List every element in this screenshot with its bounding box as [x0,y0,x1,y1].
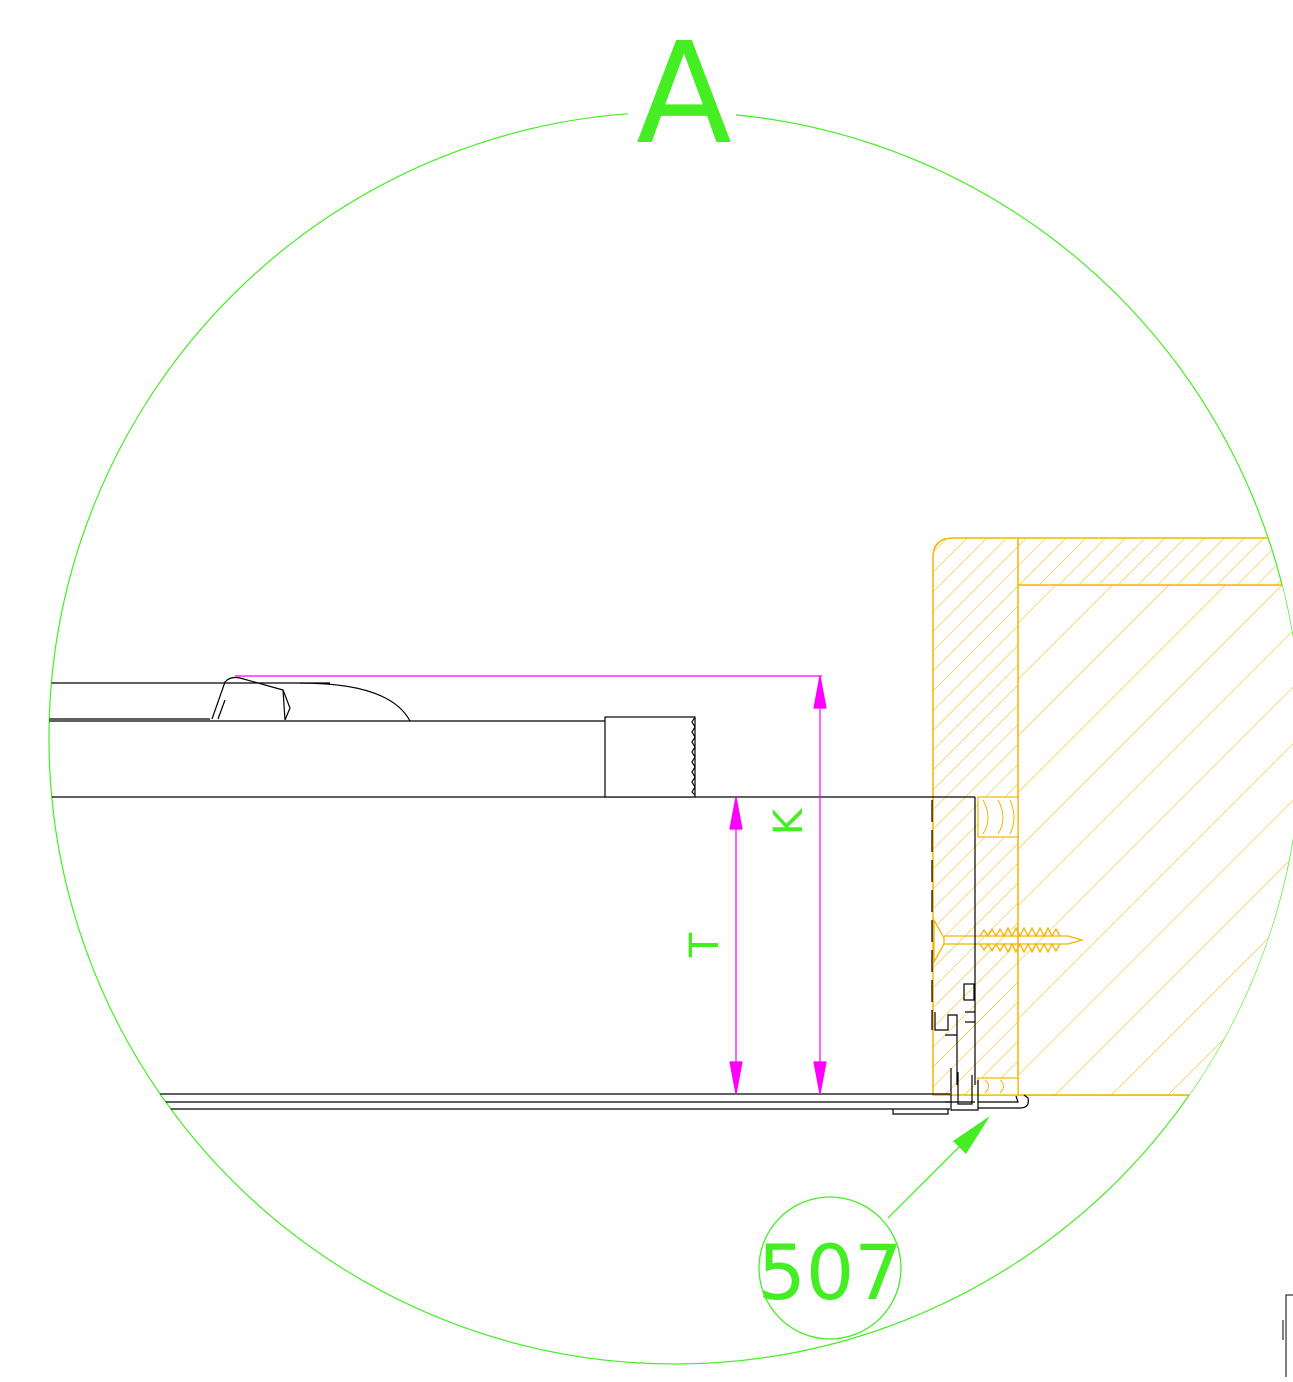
dimension-lines [235,675,827,1095]
edge-fragment [1285,1294,1293,1377]
duct [49,676,696,798]
screw [933,917,1085,965]
detail-title: A [636,13,732,176]
callout-number: 507 [757,1228,902,1317]
housing [49,796,1029,1115]
lower-strip [977,1077,1019,1096]
callout-balloon [758,1196,902,1340]
dimension-t-label: T [682,932,728,958]
dimension-k-label: K [766,807,812,835]
detail-title-mask [628,70,736,150]
wood-frame [932,537,1293,1096]
section-geometry [49,537,1293,1115]
callout-leader [887,1116,990,1219]
wood-frame-core-hatch [1018,585,1293,1095]
